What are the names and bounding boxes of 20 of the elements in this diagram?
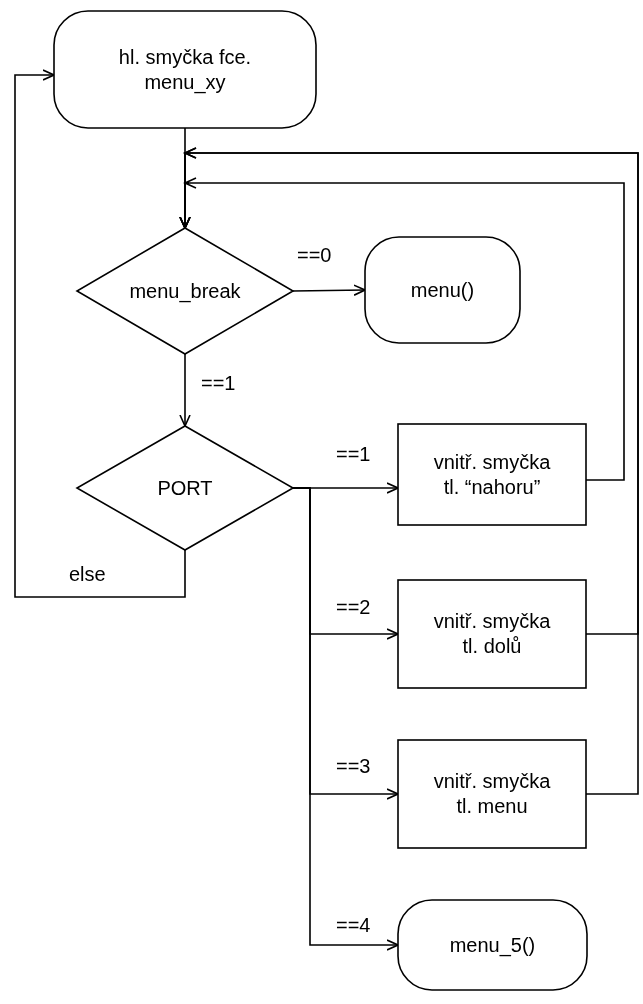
decision-diamond [77, 228, 293, 354]
process-box [398, 740, 586, 848]
node-text: vnitř. smyčka tl. menu [432, 769, 552, 819]
node-text: vnitř. smyčka tl. dolů [432, 609, 552, 659]
process-box [398, 424, 586, 525]
node-text: menu_break [129, 278, 241, 304]
terminal-box [365, 237, 520, 343]
arrow [179, 353, 191, 427]
node-text: hl. smyčka fce. menu_xy [117, 44, 253, 95]
node-text: PORT [157, 475, 213, 501]
decision-diamond [77, 426, 293, 550]
terminal-box [398, 900, 587, 990]
node-text: menu() [410, 277, 475, 303]
node-text: vnitř. smyčka tl. “nahoru” [432, 449, 552, 500]
arrow [292, 284, 366, 296]
node-text: menu_5() [449, 932, 536, 958]
arrow [14, 69, 186, 598]
process-box [398, 580, 586, 688]
arrow [179, 147, 639, 795]
terminal-box [54, 11, 316, 128]
